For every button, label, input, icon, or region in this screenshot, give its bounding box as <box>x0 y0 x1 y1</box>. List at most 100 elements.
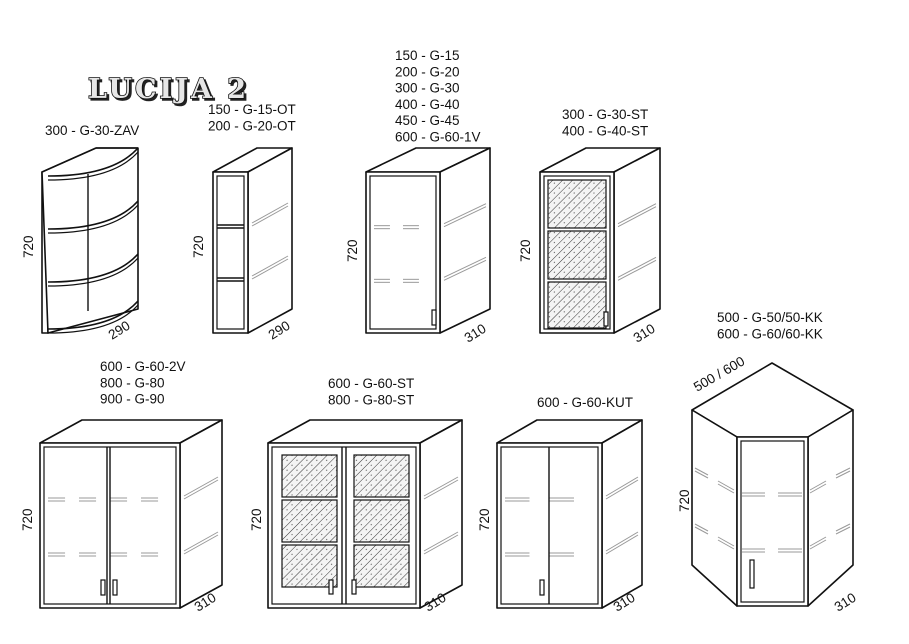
shelf-mark <box>443 206 487 228</box>
top-edge <box>41 147 97 173</box>
curved-shelf <box>47 200 139 230</box>
cabinet-front <box>212 171 249 334</box>
cabinet-side <box>601 419 643 609</box>
cabinet-code: 150 - G-15-OT <box>208 102 296 117</box>
shelf-mark <box>605 476 639 497</box>
shelf-mark <box>423 479 459 500</box>
glass-panel <box>547 230 607 280</box>
height-dimension: 720 <box>345 239 360 262</box>
curved-shelf <box>47 253 139 283</box>
shelf-mark <box>617 256 657 278</box>
glass-panel <box>353 544 410 588</box>
door-handle <box>539 579 545 596</box>
glass-panel <box>281 454 338 498</box>
glass-panel <box>353 499 410 543</box>
curved-shelf-edge <box>47 304 139 334</box>
door-handle <box>749 559 755 589</box>
shelf-mark <box>835 523 851 532</box>
shelf-mark <box>617 203 657 225</box>
shelf-mark <box>809 483 827 494</box>
depth-dimension: 290 <box>106 318 133 343</box>
cabinet-code: 600 - G-60-2V <box>100 359 186 374</box>
cabinet-code: 400 - G-40-ST <box>562 123 648 138</box>
shelf-mark <box>717 536 735 547</box>
door-handle <box>431 309 437 326</box>
shelf-mark <box>423 534 459 555</box>
shelf-mark <box>835 526 851 535</box>
height-dimension: 720 <box>477 508 492 531</box>
shelf-mark <box>251 258 289 280</box>
shelf-mark <box>694 470 709 479</box>
height-dimension: 720 <box>518 239 533 262</box>
cabinet-side <box>613 147 661 334</box>
cabinet-left-side <box>691 409 738 607</box>
shelf-mark <box>443 256 487 278</box>
series-title-text: LUCIJA 2 <box>88 74 249 105</box>
cabinet-code: 800 - G-80-ST <box>328 392 414 407</box>
cabinet-code: 600 - G-60-KUT <box>537 395 633 410</box>
shelf-mark <box>717 480 735 491</box>
depth-dimension: 310 <box>832 590 859 615</box>
series-title: LUCIJA 2 <box>87 73 249 106</box>
cabinet-front <box>365 171 441 334</box>
shelf-mark <box>809 480 827 491</box>
cabinet-code: 500 - G-50/50-KK <box>717 310 823 325</box>
cabinet-code: 600 - G-60-1V <box>395 130 481 145</box>
shelf-mark <box>443 259 487 281</box>
cabinet-front <box>736 436 809 607</box>
shelf-mark <box>423 531 459 552</box>
height-dimension: 720 <box>249 508 264 531</box>
shelf-mark <box>617 259 657 281</box>
curved-shelf-edge <box>47 151 139 181</box>
cabinet-code: 800 - G-80 <box>100 375 165 390</box>
cabinet-side <box>419 419 463 609</box>
shelf-mark <box>251 202 289 224</box>
depth-dimension: 310 <box>462 321 489 346</box>
curved-shelf-edge <box>47 204 139 234</box>
curved-shelf <box>47 300 139 330</box>
glass-panel <box>547 281 607 329</box>
shelf-mark <box>717 483 735 494</box>
height-dimension: 720 <box>21 235 36 258</box>
cabinet-code: 600 - G-60-ST <box>328 376 414 391</box>
shelf-mark <box>183 534 219 555</box>
cabinet-side <box>439 147 491 334</box>
door-frame <box>271 446 417 605</box>
cabinet-side <box>247 147 293 334</box>
shelf-mark <box>183 476 219 497</box>
door-handle <box>100 579 106 596</box>
shelf-mark <box>605 534 639 555</box>
cabinet-code: 150 - G-15 <box>395 48 460 63</box>
shelf-mark <box>835 467 851 476</box>
shelf-mark <box>443 203 487 225</box>
door-handle <box>351 579 357 595</box>
shelf-mark <box>183 479 219 500</box>
cabinet-code: 400 - G-40 <box>395 97 460 112</box>
glass-panel <box>281 544 338 588</box>
height-dimension: 720 <box>191 235 206 258</box>
cabinet-code: 200 - G-20-OT <box>208 118 296 133</box>
cabinet-code: 200 - G-20 <box>395 64 460 79</box>
depth-dimension: 310 <box>631 321 658 346</box>
shelf-mark <box>809 536 827 547</box>
shelf-mark <box>605 479 639 500</box>
shelf-mark <box>251 255 289 277</box>
opening <box>216 175 245 330</box>
cabinet-code: 450 - G-45 <box>395 113 460 128</box>
glass-panel <box>281 499 338 543</box>
curved-shelf <box>47 147 139 177</box>
shelf-mark <box>251 205 289 227</box>
shelf-mark <box>717 539 735 550</box>
curved-shelf-edge <box>47 257 139 287</box>
glass-panel <box>353 454 410 498</box>
shelf-mark <box>694 467 709 476</box>
